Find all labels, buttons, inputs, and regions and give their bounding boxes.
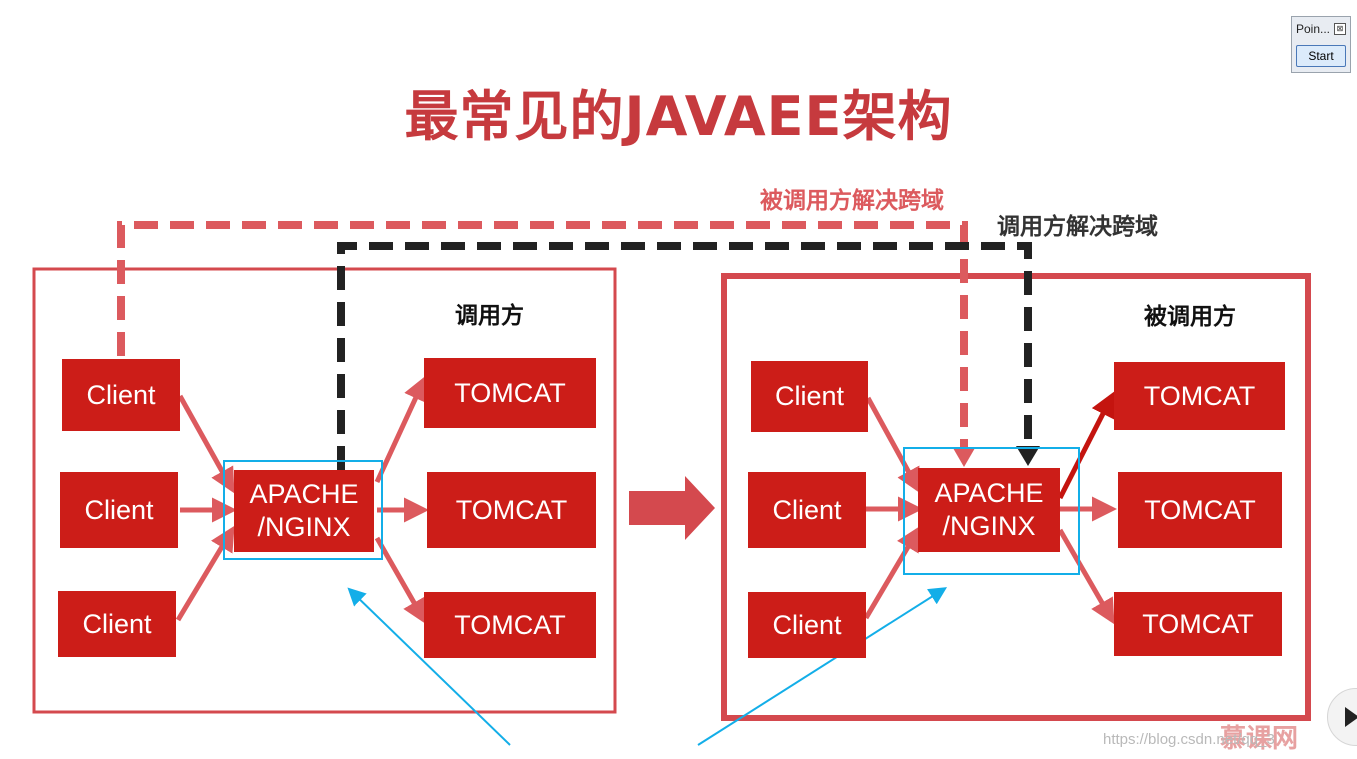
right-arrow-active [1057,391,1115,500]
tomcat-box: TOMCAT [427,472,596,548]
caller-cors-label: 调用方解决跨域 [997,214,1158,240]
proxy-box: APACHE /NGINX [234,470,374,552]
callee-panel-label: 被调用方 [1144,304,1236,330]
pointer-widget: Poin... ⊠ Start [1291,16,1351,73]
tomcat-box: TOMCAT [424,592,596,658]
page-title: 最常见的JAVAEE架构 [404,85,953,148]
left-pointer-line [347,587,511,746]
caller-panel [32,267,617,714]
left-proxy-highlight [223,460,383,560]
close-icon[interactable]: ⊠ [1334,23,1346,35]
client-box: Client [748,592,866,658]
tomcat-box: TOMCAT [1114,592,1282,656]
caller-cors-arrowhead [1016,446,1040,466]
right-arrows [863,396,1117,625]
client-box: Client [751,361,868,432]
client-box: Client [748,472,866,548]
play-icon [1345,707,1357,727]
client-box: Client [58,591,176,657]
callee-cors-arrowhead [953,448,975,467]
caller-cors-path [337,242,1032,470]
callee-cors-label: 被调用方解决跨域 [760,188,944,214]
pointer-widget-title: Poin... [1296,22,1331,36]
tomcat-box: TOMCAT [1114,362,1285,430]
client-box: Client [62,359,180,431]
client-box: Client [60,472,178,548]
transition-arrow [629,476,715,540]
tomcat-box: TOMCAT [1118,472,1282,548]
start-button[interactable]: Start [1296,45,1346,67]
caller-panel-label: 调用方 [455,303,524,329]
callee-panel [721,273,1311,721]
tomcat-box: TOMCAT [424,358,596,428]
logo: 慕课网 [1220,724,1299,754]
watermark: https://blog.csdn.net/qq_3 [1103,731,1275,748]
proxy-box: APACHE /NGINX [918,468,1060,552]
callee-cors-path [117,221,968,452]
right-pointer-line [697,587,948,746]
right-proxy-highlight [903,447,1080,575]
